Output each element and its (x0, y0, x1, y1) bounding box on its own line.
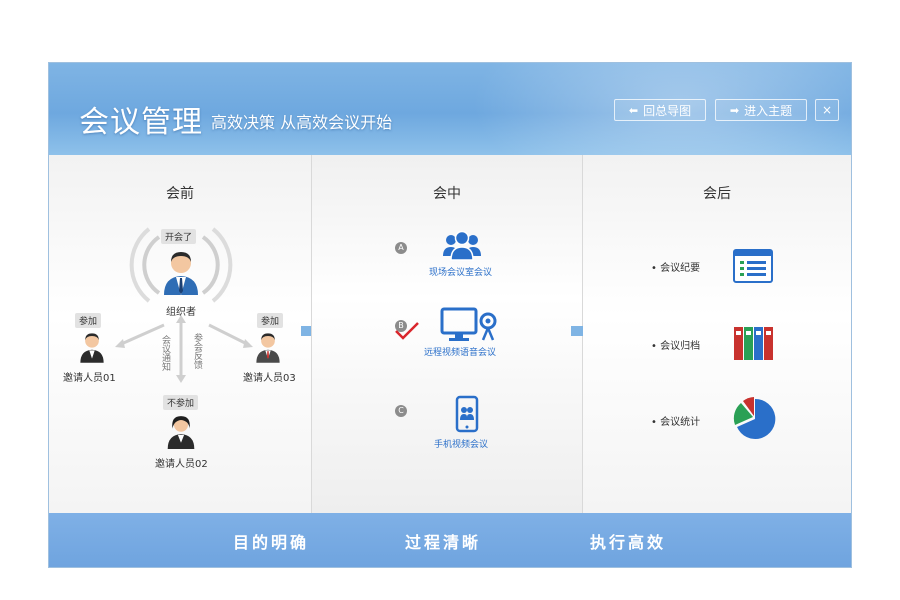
meeting-minutes-text: 会议纪要 (660, 263, 701, 274)
meeting-archive-text: 会议归档 (660, 341, 701, 352)
meeting-management-window: 会议管理 高效决策 从高效会议开始 ⬅ 回总导图 ➡ 进入主题 × 会前 开会了 (48, 62, 852, 568)
remote-video-meeting-label: 远程视频语音会议 (424, 348, 497, 358)
meeting-archive-label: • 会议归档 (651, 337, 700, 352)
arrow-left-icon: ⬅ (628, 103, 639, 117)
not-join-tag: 不参加 (163, 395, 199, 410)
video-conference-icon (440, 307, 497, 341)
invitee-02-label: 邀请人员02 (155, 459, 208, 470)
footer-bar: 目的明确 过程清晰 执行高效 (49, 513, 851, 567)
before-meeting-panel: 会前 开会了 组织者 会议通知 参会反馈 (49, 155, 311, 513)
invitee-03-label: 邀请人员03 (243, 373, 296, 384)
enter-topic-label: 进入主题 (744, 103, 793, 118)
footer-goal-clear: 目的明确 (233, 533, 310, 552)
mobile-video-icon (455, 395, 479, 433)
mobile-video-meeting-label: 手机视频会议 (434, 440, 489, 450)
meeting-notice-label: 会议通知 (160, 335, 170, 371)
group-people-icon (443, 230, 481, 261)
bullet-dot-icon: • (651, 341, 661, 352)
broadcast-waves-icon (129, 227, 233, 303)
footer-execution-efficient: 执行高效 (590, 533, 667, 552)
start-meeting-tag: 开会了 (161, 229, 197, 244)
footer-process-clear: 过程清晰 (405, 533, 482, 552)
invitee-01-label: 邀请人员01 (63, 373, 116, 384)
page-title: 会议管理 (79, 105, 203, 140)
relation-arrows (115, 315, 253, 383)
minutes-document-icon (733, 249, 773, 283)
after-meeting-panel: 会后 • 会议纪要 • 会议归档 • 会议统计 (583, 155, 851, 513)
bullet-dot-icon: • (651, 263, 661, 274)
option-b-badge: B (395, 320, 407, 332)
back-to-map-label: 回总导图 (643, 103, 692, 118)
close-button[interactable]: × (815, 99, 839, 121)
invitee-03-avatar-icon (256, 333, 280, 363)
organizer-label: 组织者 (166, 307, 196, 318)
invitee-02-avatar-icon (167, 416, 195, 449)
page-subtitle: 高效决策 从高效会议开始 (211, 113, 393, 132)
option-c-badge: C (395, 405, 407, 417)
arrow-right-icon: ➡ (729, 103, 740, 117)
statistics-pie-icon (733, 397, 776, 439)
check-mark-icon (395, 322, 419, 340)
meeting-statistics-label: • 会议统计 (651, 413, 700, 428)
header-bar: 会议管理 高效决策 从高效会议开始 ⬅ 回总导图 ➡ 进入主题 × (49, 63, 851, 155)
before-meeting-title: 会前 (166, 186, 194, 202)
organizer-avatar-icon (164, 252, 198, 295)
during-meeting-panel: 会中 A 现场会议室会议 B 远程视频语音会议 C (311, 155, 583, 513)
after-meeting-title: 会后 (703, 186, 731, 202)
meeting-minutes-label: • 会议纪要 (651, 259, 700, 274)
enter-topic-button[interactable]: ➡ 进入主题 (715, 99, 807, 121)
header-glow (471, 63, 851, 155)
archive-binders-icon (734, 327, 773, 360)
meeting-feedback-label: 参会反馈 (192, 333, 202, 369)
bullet-dot-icon: • (651, 417, 661, 428)
join-tag-left: 参加 (75, 313, 102, 328)
invitee-01-avatar-icon (80, 333, 104, 363)
during-meeting-title: 会中 (433, 186, 461, 202)
meeting-statistics-text: 会议统计 (660, 417, 701, 428)
join-tag-right: 参加 (257, 313, 284, 328)
back-to-map-button[interactable]: ⬅ 回总导图 (614, 99, 706, 121)
onsite-meeting-label: 现场会议室会议 (429, 268, 493, 278)
option-a-badge: A (395, 242, 407, 254)
close-icon: × (821, 103, 833, 117)
